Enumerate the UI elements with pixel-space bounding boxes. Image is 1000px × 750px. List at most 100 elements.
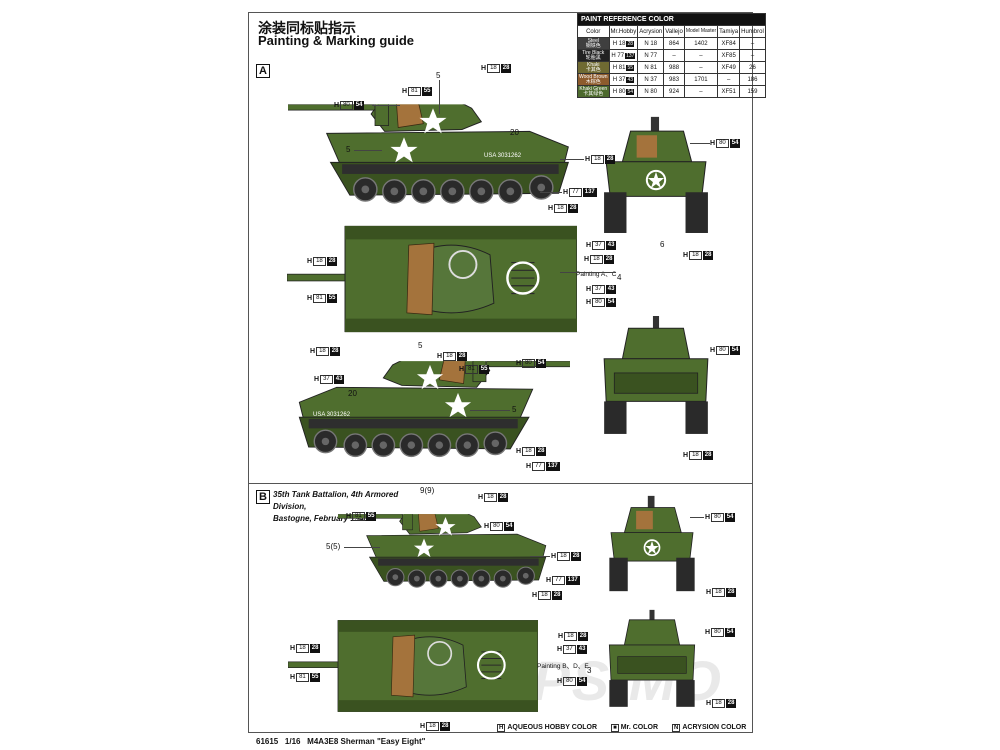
painting-note-a: Painting A、C: [576, 271, 617, 278]
caption-line-2: Bastogne, February 1945.: [273, 514, 371, 523]
col-modelmaster: Model Master: [683, 25, 719, 38]
leader-line: [690, 517, 704, 518]
tank-rear-view-a: [600, 316, 712, 438]
col-vallejo: Vallejo: [663, 25, 685, 38]
paint-reference-table: PAINT REFERENCE COLOR Color Mr.Hobby Acr…: [577, 13, 766, 98]
ref-number: 6: [660, 240, 665, 249]
ref-number: 5: [512, 405, 517, 414]
cell-modelmaster: –: [683, 85, 719, 98]
cell-humbrol: 186: [739, 73, 766, 86]
leader-line: [354, 150, 382, 151]
ref-number: 4: [617, 273, 622, 282]
tank-rear-view-b: [606, 604, 698, 716]
ref-number: 20: [348, 389, 357, 398]
cell-tamiya: XF51: [717, 85, 741, 98]
cell-acrysion: N 18: [637, 37, 665, 50]
col-acrysion: Acrysion: [637, 25, 665, 38]
title-chinese: 涂装同标贴指示: [258, 21, 356, 37]
painting-note-b: Painting B、D、E: [537, 663, 589, 670]
leader-line: [560, 272, 616, 273]
cell-acrysion: N 37: [637, 73, 665, 86]
page-frame: [248, 12, 753, 733]
ref-number: 9(9): [420, 486, 435, 495]
paint-table-header: PAINT REFERENCE COLOR: [577, 13, 766, 26]
leader-line: [540, 192, 562, 193]
product-code: 61615: [256, 737, 279, 746]
usa-serial-label: USA 3031262: [484, 153, 522, 159]
cell-humbrol: –: [739, 49, 766, 62]
col-mrhobby: Mr.Hobby: [608, 25, 639, 38]
cell-vallejo: –: [663, 49, 685, 62]
ref-number: 5(5): [326, 542, 341, 551]
tank-top-view-a: [287, 225, 577, 333]
cell-tamiya: XF84: [717, 37, 741, 50]
paint-table-columns: Color Mr.Hobby Acrysion Vallejo Model Ma…: [577, 25, 766, 38]
cell-vallejo: 924: [663, 85, 685, 98]
product-scale: 1/16: [284, 737, 301, 746]
usa-serial-label: USA 3031262: [313, 412, 351, 418]
cell-tamiya: –: [717, 73, 741, 86]
leader-line: [530, 556, 550, 557]
cell-humbrol: 159: [739, 85, 766, 98]
ref-number: 5: [346, 145, 351, 154]
leader-line: [560, 159, 584, 160]
cell-acrysion: N 77: [637, 49, 665, 62]
leader-line: [470, 410, 510, 411]
ref-number: 5: [436, 71, 441, 80]
section-divider: [248, 483, 753, 484]
cell-modelmaster: –: [683, 61, 719, 74]
section-b-label: B: [256, 490, 270, 504]
section-b-caption: 35th Tank Battalion, 4th Armored Divisio…: [273, 489, 433, 525]
product-name: M4A3E8 Sherman "Easy Eight": [307, 737, 426, 746]
cell-vallejo: 864: [663, 37, 685, 50]
ref-number: 20: [510, 128, 519, 137]
leader-line: [439, 80, 440, 114]
tank-front-view-a: [600, 116, 712, 240]
caption-line-1: 35th Tank Battalion, 4th Armored Divisio…: [273, 490, 399, 511]
legend-mr-color: ■Mr. COLOR: [611, 724, 659, 732]
cell-acrysion: N 80: [637, 85, 665, 98]
leader-line: [690, 143, 710, 144]
cell-modelmaster: 1402: [683, 37, 719, 50]
tank-front-view-b: [606, 492, 698, 600]
cell-tamiya: XF85: [717, 49, 741, 62]
cell-vallejo: 988: [663, 61, 685, 74]
footer-product-info: 61615 1/16 M4A3E8 Sherman "Easy Eight": [256, 737, 425, 746]
leader-line: [372, 105, 400, 106]
